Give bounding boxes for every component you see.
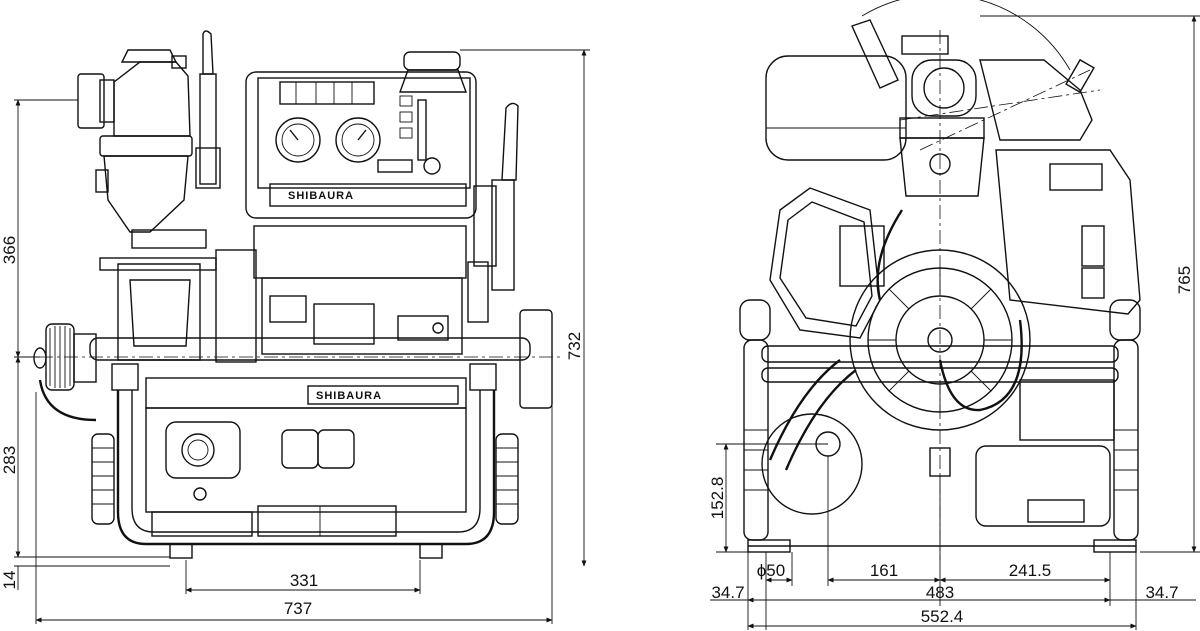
- brand-label-top: SHIBAURA: [288, 190, 354, 202]
- dim-732: 732: [565, 332, 584, 360]
- front-view: SHIBAURA: [0, 30, 590, 624]
- dim-14: 14: [0, 571, 19, 590]
- side-suction: [761, 359, 863, 515]
- dim-241-5: 241.5: [1009, 561, 1052, 580]
- dim-283: 283: [0, 446, 19, 474]
- dim-phi-50: ϕ50: [757, 561, 785, 580]
- front-dimensions: 366 283 732 14 331 737: [0, 49, 590, 624]
- side-lower-tank: [975, 379, 1115, 527]
- control-panel: SHIBAURA: [245, 51, 477, 219]
- fuel-tank: SHIBAURA: [145, 377, 467, 513]
- dim-737: 737: [284, 599, 312, 618]
- side-controls: [979, 58, 1141, 315]
- dim-366: 366: [0, 236, 19, 264]
- engine-block: [215, 225, 489, 363]
- dim-765: 765: [1175, 266, 1194, 294]
- discharge-outlet: [77, 49, 207, 249]
- dim-34-7-right: 34.7: [1145, 583, 1178, 602]
- brand-label-mid: SHIBAURA: [316, 390, 382, 402]
- valve-lever: [171, 30, 221, 189]
- side-fuel-tank: [765, 55, 907, 161]
- side-discharge: [851, 0, 1101, 560]
- dim-483: 483: [926, 583, 954, 602]
- dim-152-8: 152.8: [708, 477, 727, 520]
- side-engine-cover: [769, 187, 885, 339]
- dim-34-7-left: 34.7: [711, 583, 744, 602]
- dim-552-4: 552.4: [921, 607, 964, 626]
- pump-casing: [99, 257, 217, 361]
- side-base: [747, 539, 1137, 553]
- dim-161: 161: [870, 561, 898, 580]
- base-plate: [151, 505, 443, 559]
- suction-cap: [33, 323, 97, 422]
- side-dimensions: 765 152.8 ϕ50 161 241.5 34.7 483 34.7: [708, 15, 1200, 630]
- side-view: 765 152.8 ϕ50 161 241.5 34.7 483 34.7: [708, 0, 1200, 630]
- carry-frame: [89, 309, 553, 546]
- throttle-lever: [473, 102, 519, 291]
- dim-331: 331: [290, 571, 318, 590]
